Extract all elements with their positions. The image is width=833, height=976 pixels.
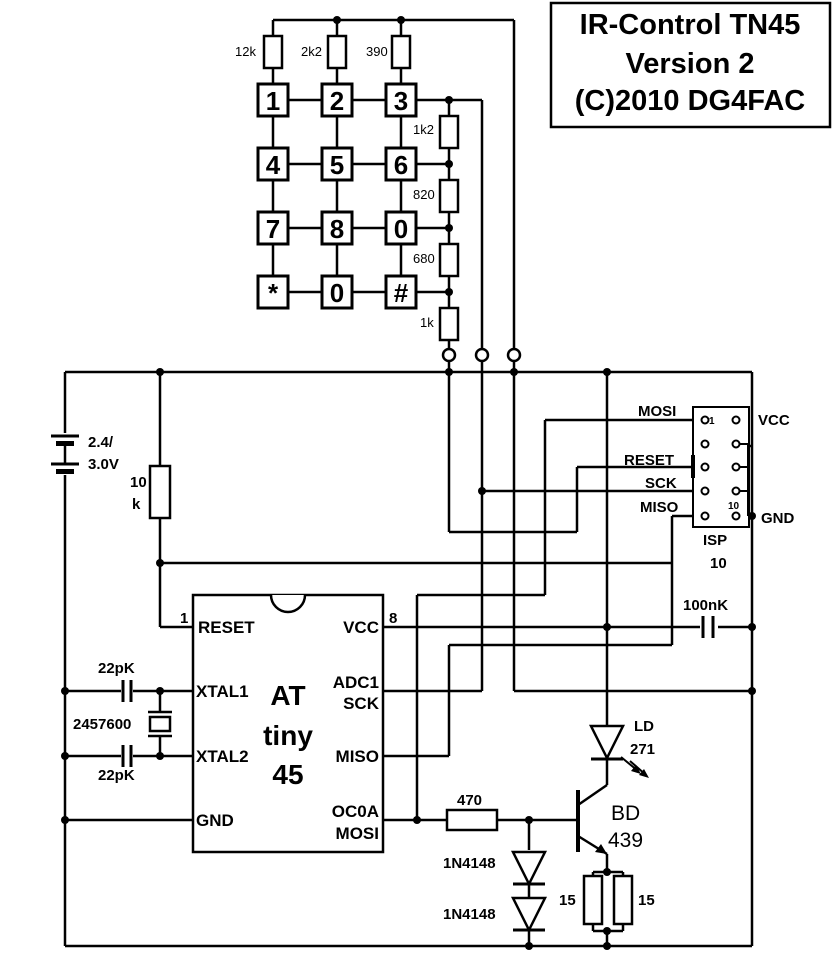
row-resistor-label-3: 680 xyxy=(413,251,435,266)
key-6-label: 6 xyxy=(394,150,408,180)
chip-pin-adc1: ADC1 xyxy=(333,673,379,692)
key-6: 6 xyxy=(384,146,418,182)
row-resistor-label-2: 820 xyxy=(413,187,435,202)
key-3-label: 3 xyxy=(394,86,408,116)
row-resistor-label-4: 1k xyxy=(420,315,434,330)
key-9: 0 xyxy=(384,210,418,246)
title-line-1: IR-Control TN45 xyxy=(580,9,801,41)
led-name-label: LD xyxy=(634,718,654,735)
crystal-cap-top-label: 22pK xyxy=(98,660,135,677)
key-hash-label: # xyxy=(394,278,409,308)
battery-voltage-line-1: 2.4/ xyxy=(88,434,114,451)
reset-resistor: 10 k xyxy=(130,372,674,629)
isp-pin10-mark: 10 xyxy=(728,501,740,512)
key-5: 5 xyxy=(320,146,354,182)
column-resistor-label-2: 2k2 xyxy=(301,44,322,59)
key-0-label: 0 xyxy=(330,278,344,308)
reset-resistor-value-line-2: k xyxy=(132,496,141,513)
key-4-label: 4 xyxy=(266,150,281,180)
crystal-circuit: 22pK 22pK 2457600 xyxy=(65,660,193,784)
key-5-label: 5 xyxy=(330,150,344,180)
isp-pin1-mark: 1 xyxy=(709,416,715,427)
isp-miso-label: MISO xyxy=(640,499,679,516)
isp-connector: 1 10 MOSI RESET SCK MISO VCC GND ISP 10 xyxy=(624,403,795,572)
key-1-label: 1 xyxy=(266,86,280,116)
key-2-label: 2 xyxy=(330,86,344,116)
battery-voltage-line-2: 3.0V xyxy=(88,456,119,473)
title-line-2: Version 2 xyxy=(626,48,755,80)
ir-driver: 470 1N4148 1N4148 BD 439 LD 271 xyxy=(443,718,655,946)
isp-gnd-label: GND xyxy=(761,510,795,527)
row-resistor-label-1: 1k2 xyxy=(413,122,434,137)
decoupling-cap-label: 100nK xyxy=(683,597,728,614)
title-block: IR-Control TN45 Version 2 (C)2010 DG4FAC xyxy=(549,1,832,129)
decoupling-capacitor: 100nK xyxy=(683,597,728,638)
isp-mosi-label: MOSI xyxy=(638,403,676,420)
key-hash: # xyxy=(384,274,418,310)
battery-symbol: 2.4/ 3.0V xyxy=(51,434,119,474)
key-8: 8 xyxy=(320,210,354,246)
key-0: 0 xyxy=(320,274,354,310)
key-7-label: 7 xyxy=(266,214,280,244)
key-4: 4 xyxy=(256,146,290,182)
chip-pin-vcc: VCC xyxy=(343,618,379,637)
key-9-label: 0 xyxy=(394,214,408,244)
isp-name-label: ISP xyxy=(703,532,727,549)
isp-pins-label: 10 xyxy=(710,555,727,572)
column-resistor-label-1: 12k xyxy=(235,44,256,59)
diode-2-label: 1N4148 xyxy=(443,906,496,923)
transistor-part-label: 439 xyxy=(608,829,643,852)
key-7: 7 xyxy=(256,210,290,246)
isp-vcc-label: VCC xyxy=(758,412,790,429)
key-8-label: 8 xyxy=(330,214,344,244)
title-line-3: (C)2010 DG4FAC xyxy=(575,85,806,117)
chip-pin-reset: RESET xyxy=(198,618,255,637)
isp-sck-label: SCK xyxy=(645,475,677,492)
attiny45-chip: AT tiny 45 1 8 RESET XTAL1 XTAL2 GND VCC… xyxy=(180,593,397,854)
chip-pin-gnd: GND xyxy=(196,811,234,830)
key-1: 1 xyxy=(256,82,290,118)
emitter-resistor-2-label: 15 xyxy=(638,892,655,909)
chip-pin-mosi: MOSI xyxy=(336,824,379,843)
key-star-label: * xyxy=(268,278,279,308)
column-resistor-label-3: 390 xyxy=(366,44,388,59)
junction-dots xyxy=(61,16,756,950)
chip-pin8-number: 8 xyxy=(389,610,397,627)
chip-pin-sck: SCK xyxy=(343,694,380,713)
chip-pin-miso: MISO xyxy=(336,747,379,766)
keypad: 12k 2k2 390 1 2 3 4 5 xyxy=(235,18,522,372)
signal-wiring xyxy=(65,361,752,822)
chip-pin1-number: 1 xyxy=(180,610,188,627)
chip-pin-xtal1: XTAL1 xyxy=(196,682,249,701)
transistor-name-label: BD xyxy=(611,802,640,825)
diode-1-label: 1N4148 xyxy=(443,855,496,872)
chip-name-line-3: 45 xyxy=(272,759,303,790)
key-star: * xyxy=(256,274,290,310)
emitter-resistor-1-label: 15 xyxy=(559,892,576,909)
led-part-label: 271 xyxy=(630,741,655,758)
isp-reset-label: RESET xyxy=(624,452,674,469)
key-2: 2 xyxy=(320,82,354,118)
chip-name-line-1: AT xyxy=(270,680,305,711)
base-resistor-label: 470 xyxy=(457,792,482,809)
chip-pin-xtal2: XTAL2 xyxy=(196,747,249,766)
crystal-frequency-label: 2457600 xyxy=(73,716,131,733)
key-3: 3 xyxy=(384,82,418,118)
crystal-cap-bottom-label: 22pK xyxy=(98,767,135,784)
reset-resistor-value-line-1: 10 xyxy=(130,474,147,491)
chip-name-line-2: tiny xyxy=(263,720,313,751)
chip-pin-oc0a: OC0A xyxy=(332,802,379,821)
